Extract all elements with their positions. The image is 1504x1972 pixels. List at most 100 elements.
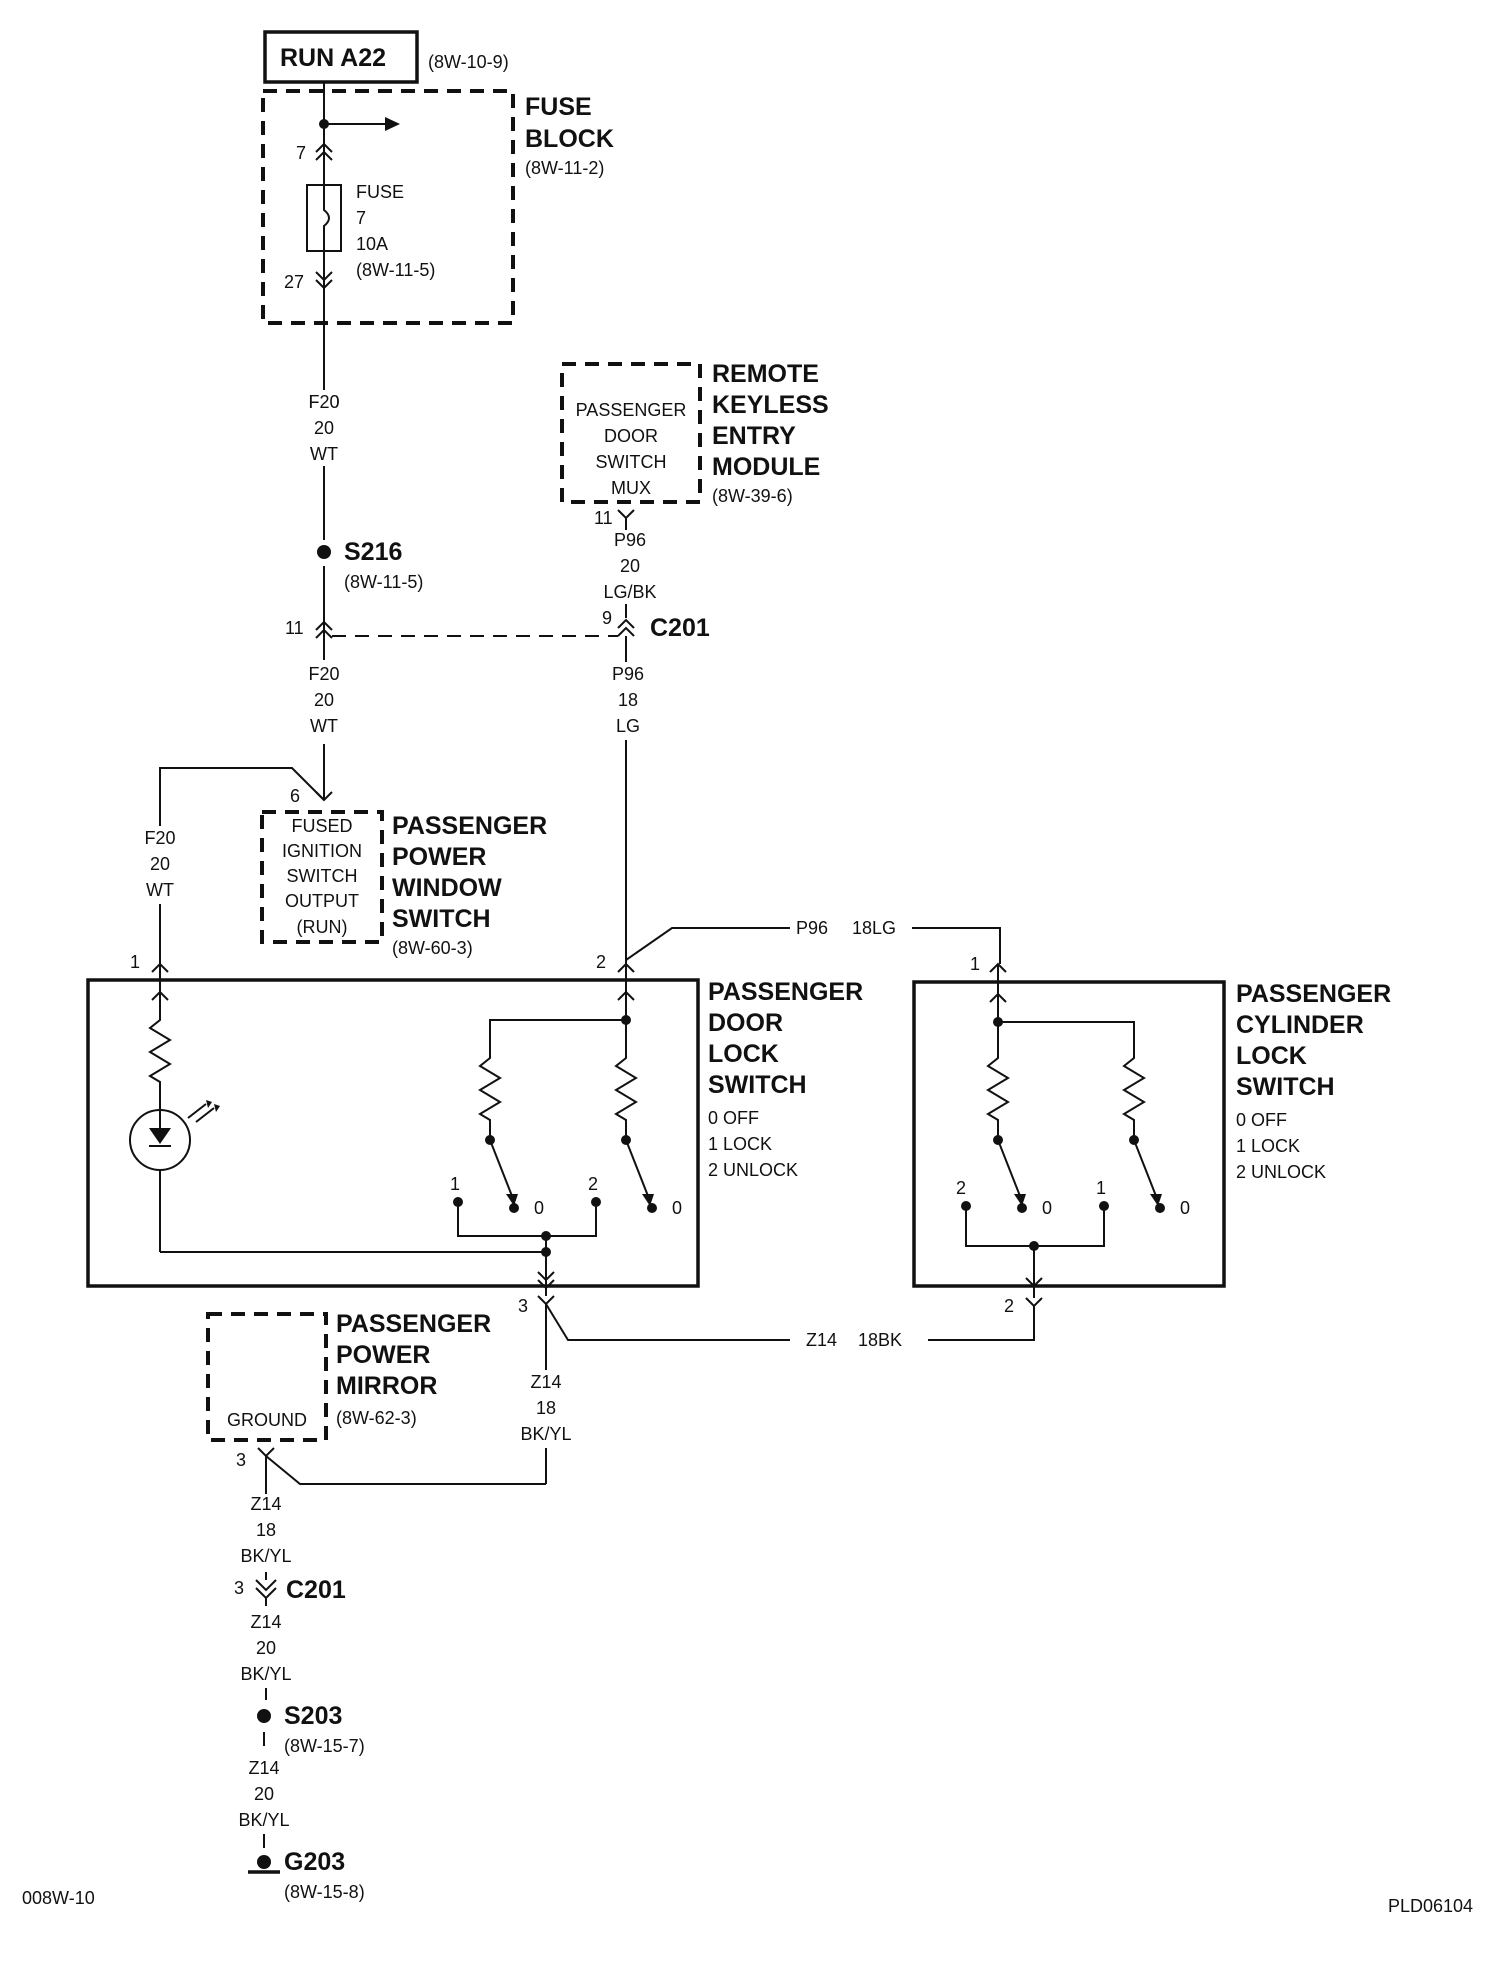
connector-icon: [255, 1579, 277, 1600]
light-rays-icon: [187, 1103, 215, 1123]
pdls-pos-2: 2: [588, 1174, 598, 1194]
s203-ref: (8W-15-7): [284, 1736, 365, 1756]
ppw-title-3: WINDOW: [392, 874, 502, 902]
connector-icon: [617, 509, 635, 520]
resistor-4: [1122, 1048, 1146, 1140]
f20-a-gauge: 20: [314, 418, 334, 438]
pdls-pin-3: 3: [518, 1296, 528, 1316]
c201-bottom-name: C201: [286, 1576, 346, 1604]
z14-c-circuit: Z14: [250, 1494, 281, 1514]
ppm-ref: (8W-62-3): [336, 1408, 417, 1428]
z14-d-color: BK/YL: [240, 1664, 291, 1684]
ppw-title-1: PASSENGER: [392, 812, 547, 840]
ppw-inner-3: SWITCH: [287, 866, 358, 886]
z14-e-circuit: Z14: [248, 1758, 279, 1778]
rke-inner-2: DOOR: [604, 426, 658, 446]
pdls-title-4: SWITCH: [708, 1071, 807, 1099]
passenger-door-lock-switch: PASSENGER DOOR LOCK SWITCH 0 OFF 1 LOCK …: [86, 952, 863, 1316]
pcls-title-4: SWITCH: [1236, 1073, 1335, 1101]
rke-title-2: KEYLESS: [712, 391, 829, 419]
fuse-block-title-1: FUSE: [525, 93, 592, 121]
pdls-title-3: LOCK: [708, 1040, 779, 1068]
s203-name: S203: [284, 1702, 342, 1730]
connector-icon: [315, 142, 333, 161]
rke-inner-3: SWITCH: [596, 452, 667, 472]
f20-b-gauge: 20: [314, 690, 334, 710]
s216-name: S216: [344, 538, 402, 566]
rke-inner-1: PASSENGER: [576, 400, 687, 420]
pdls-state-0: 0 OFF: [708, 1108, 759, 1128]
pdls-state-1: 1 LOCK: [708, 1134, 772, 1154]
pcls-title-2: CYLINDER: [1236, 1011, 1364, 1039]
p96-b-color: LG: [616, 716, 640, 736]
fuse-ref: (8W-11-5): [356, 260, 435, 280]
run-a22-source: RUN A22 (8W-10-9): [263, 30, 509, 84]
run-ref: (8W-10-9): [428, 52, 509, 72]
z14-e-gauge: 20: [254, 1784, 274, 1804]
p96-a-color: LG/BK: [603, 582, 656, 602]
connector-icon: [315, 620, 333, 639]
z14-b-circuit: Z14: [530, 1372, 561, 1392]
f20-b-circuit: F20: [308, 664, 339, 684]
ppw-inner-4: OUTPUT: [285, 891, 359, 911]
z14-b-gauge: 18: [536, 1398, 556, 1418]
connector-icon: [257, 1447, 275, 1458]
fuse-block-title-2: BLOCK: [525, 125, 614, 153]
pdls-title-2: DOOR: [708, 1009, 783, 1037]
pdls-pos-0a: 0: [534, 1198, 544, 1218]
remote-keyless-entry-module: PASSENGER DOOR SWITCH MUX REMOTE KEYLESS…: [560, 360, 829, 528]
rke-title-1: REMOTE: [712, 360, 819, 388]
switch-arm-2: [625, 1139, 649, 1197]
rke-pin-11: 11: [594, 508, 613, 528]
arrow-right-icon: [385, 117, 400, 131]
pdls-pin-2: 2: [596, 952, 606, 972]
ppm-title-2: POWER: [336, 1341, 430, 1369]
p96-b-circuit: P96: [612, 664, 644, 684]
passenger-cylinder-lock-switch: PASSENGER CYLINDER LOCK SWITCH 0 OFF 1 L…: [912, 954, 1391, 1316]
z14-b-color: BK/YL: [520, 1424, 571, 1444]
c201-top-pin-11: 11: [285, 618, 304, 638]
fuse-block-pin-7: 7: [296, 143, 306, 163]
f20-a-color: WT: [310, 444, 338, 464]
connector-icon: [315, 271, 333, 290]
p96-c-gauge: 18LG: [852, 918, 896, 938]
fuse-block-pin-27: 27: [284, 272, 304, 292]
rke-title-3: ENTRY: [712, 422, 796, 450]
p96-b-gauge: 18: [618, 690, 638, 710]
pcls-state-1: 1 LOCK: [1236, 1136, 1300, 1156]
ppw-title-2: POWER: [392, 843, 486, 871]
ppw-inner-2: IGNITION: [282, 841, 362, 861]
passenger-power-mirror: GROUND PASSENGER POWER MIRROR (8W-62-3) …: [206, 1310, 491, 1470]
pdls-pos-0b: 0: [672, 1198, 682, 1218]
z14-c-gauge: 18: [256, 1520, 276, 1540]
ppw-inner-5: (RUN): [297, 917, 348, 937]
ppw-ref: (8W-60-3): [392, 938, 473, 958]
connector-icon: [537, 1295, 555, 1306]
z14-d-gauge: 20: [256, 1638, 276, 1658]
pdls-pin-1: 1: [130, 952, 140, 972]
connector-icon: [1025, 1297, 1043, 1308]
p96-c-circuit: P96: [796, 918, 828, 938]
f20-c-circuit: F20: [144, 828, 175, 848]
ground-g203-icon: [257, 1855, 271, 1869]
connector-icon: [617, 618, 635, 637]
footer-left: 008W-10: [22, 1888, 95, 1908]
ppm-title-1: PASSENGER: [336, 1310, 491, 1338]
pcls-pos-1: 1: [1096, 1178, 1106, 1198]
switch-arm-1: [489, 1139, 513, 1197]
fuse-name: FUSE: [356, 182, 404, 202]
c201-top-pin-9: 9: [602, 608, 612, 628]
pcls-pin-1: 1: [970, 954, 980, 974]
c201-bottom-pin-3: 3: [234, 1578, 244, 1598]
z14-a-gauge: 18BK: [858, 1330, 902, 1350]
passenger-power-window-switch: FUSED IGNITION SWITCH OUTPUT (RUN) PASSE…: [260, 786, 547, 958]
pcls-pos-2: 2: [956, 1178, 966, 1198]
splice-s216-icon: [317, 545, 331, 559]
ppm-pin-3: 3: [236, 1450, 246, 1470]
resistor-3: [986, 1022, 1010, 1140]
f20-b-color: WT: [310, 716, 338, 736]
ppm-title-3: MIRROR: [336, 1372, 437, 1400]
fuse-block-ref: (8W-11-2): [525, 158, 604, 178]
pcls-state-2: 2 UNLOCK: [1236, 1162, 1326, 1182]
